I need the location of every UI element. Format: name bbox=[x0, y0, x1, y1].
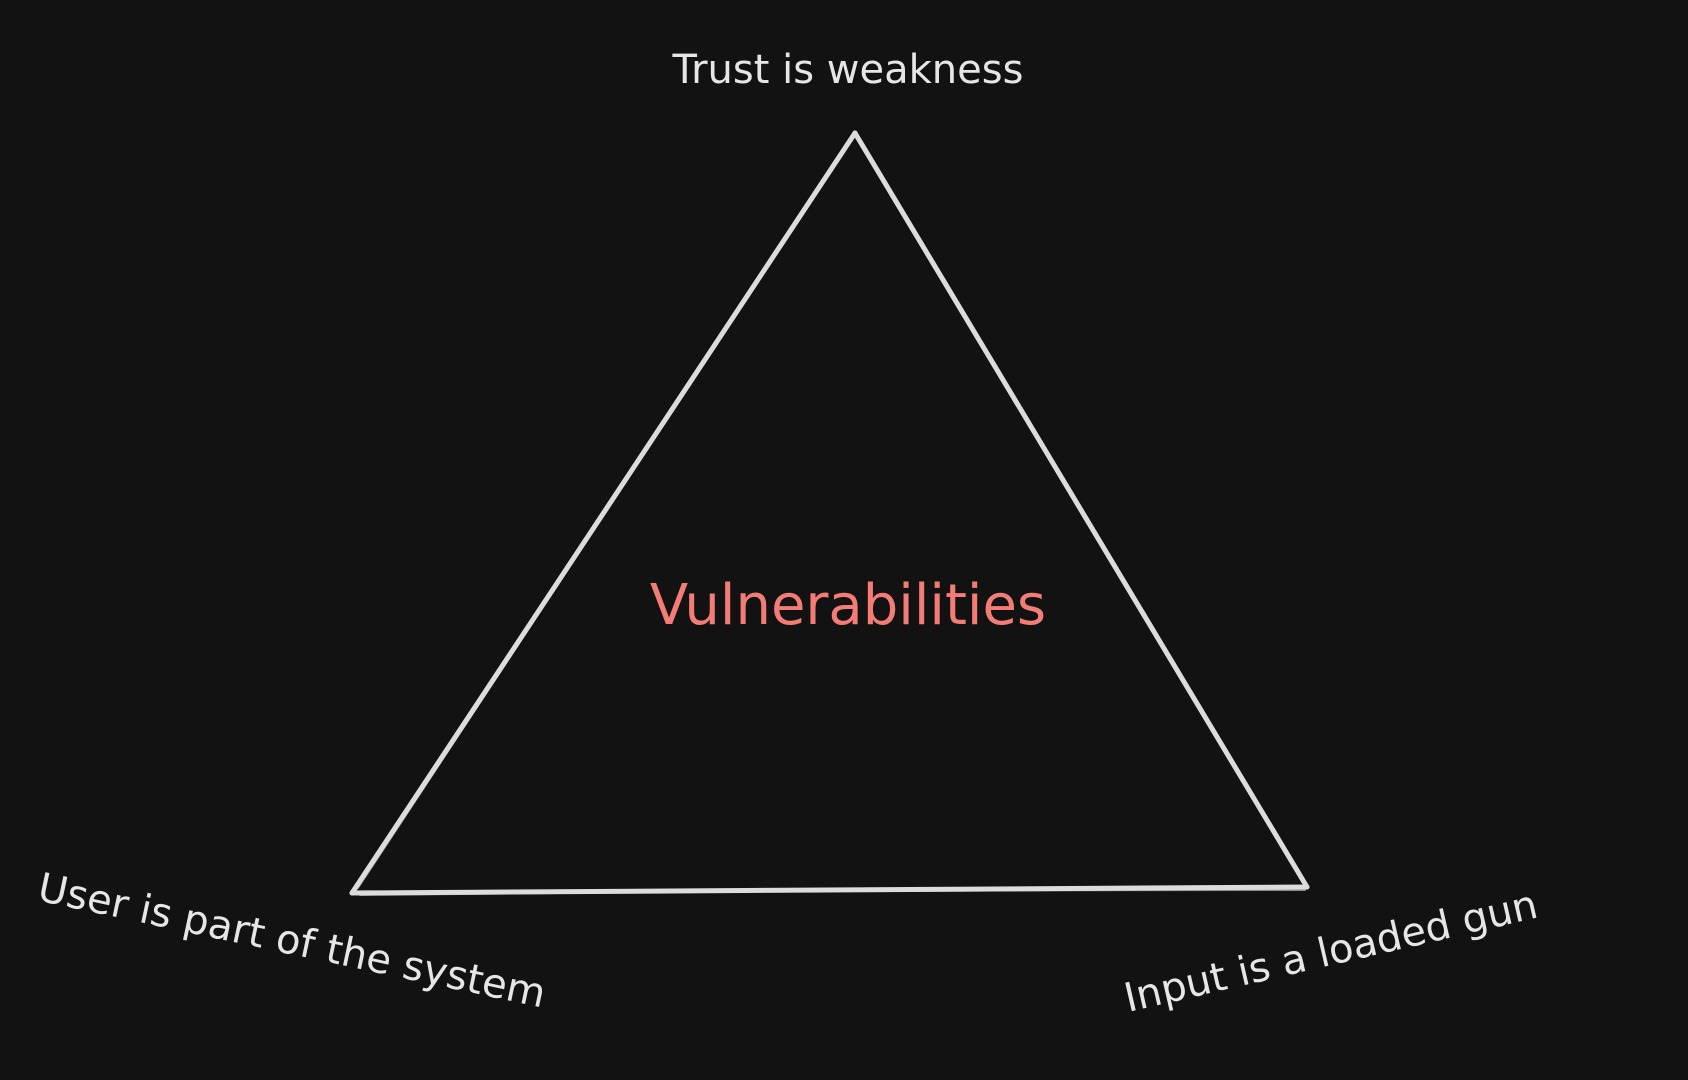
triangle-shape bbox=[349, 130, 1310, 896]
top-label: Trust is weakness bbox=[672, 47, 1024, 93]
triangle-base-edge bbox=[349, 884, 1310, 896]
triangle-left-sketch bbox=[357, 139, 851, 889]
triangle-right-edge bbox=[852, 130, 1310, 890]
center-label: Vulnerabilities bbox=[650, 573, 1046, 638]
right-label: Input is a loaded gun bbox=[1120, 882, 1542, 1022]
left-label: User is part of the system bbox=[34, 865, 550, 1018]
triangle-base-sketch bbox=[359, 889, 1306, 896]
